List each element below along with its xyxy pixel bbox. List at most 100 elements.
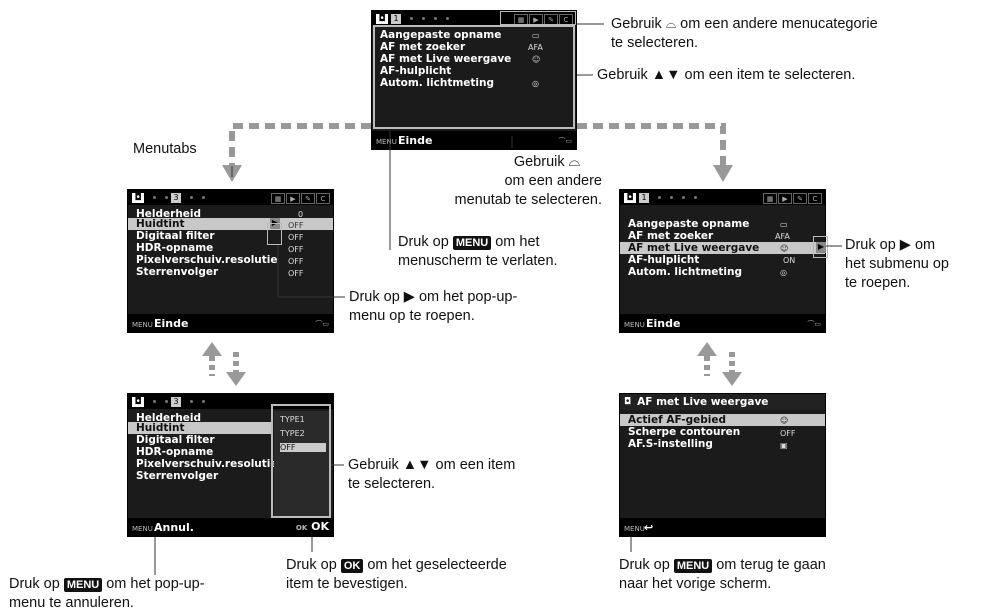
exit-instruction: Druk op MENU om het menuscherm te verlat… [398, 233, 558, 271]
menu-item[interactable]: AF met zoeker [380, 41, 466, 53]
text: naar het vorige scherm. [619, 576, 772, 592]
text: Gebruik [611, 16, 662, 32]
menu-item[interactable]: AF met Live weergave [380, 53, 512, 65]
back-icon: ↩ [644, 521, 654, 534]
menu-screen-top: ◘ 1 ▦▶✎C Aangepaste opname AF met zoeker… [371, 10, 577, 150]
tab-number[interactable]: 3 [171, 192, 181, 203]
text: Druk op [398, 234, 449, 250]
submenu-title: AF met Live weergave [637, 396, 769, 408]
menu-key-small: MENU [132, 321, 153, 329]
menu-item[interactable]: HDR-opname [136, 242, 214, 254]
menu-item[interactable]: Aangepaste opname [628, 218, 750, 230]
metering-icon: ◎ [532, 79, 539, 88]
dial-bottom-icon: ⌓ [568, 154, 581, 170]
submenu-screen: ◘ AF met Live weergave Actief AF-gebied … [619, 393, 826, 537]
setting-value: ON [783, 256, 796, 265]
menu-item-selected[interactable]: AF met Live weergave [628, 242, 760, 254]
face-icon: ☺ [780, 244, 789, 253]
tab-number[interactable]: 1 [391, 13, 401, 24]
menu-item[interactable]: AF.S-instelling [628, 438, 713, 450]
menutabs-label: Menutabs [133, 141, 197, 157]
arrow-highlight-frame [813, 236, 828, 258]
menu-key-small: MENU [132, 525, 153, 533]
camera-tab-icon[interactable]: ◘ [376, 13, 388, 24]
metering-icon: ◎ [780, 268, 787, 277]
camera-tab-icon: ◘ [624, 397, 632, 407]
footer-label: Annul. [154, 521, 194, 534]
text: menu te annuleren. [9, 595, 134, 611]
text: Gebruik [513, 154, 565, 170]
text: item te bevestigen. [286, 576, 408, 592]
text: te selecteren. [611, 35, 699, 51]
menu-item[interactable]: AF met zoeker [628, 230, 714, 242]
text: Druk op [619, 557, 670, 573]
setting-value: AFA [775, 232, 790, 241]
category-instruction: Gebruik ⌓ om een andere menucategorie te… [611, 14, 878, 53]
menu-item: HDR-opname [136, 446, 214, 458]
menu-screen-right: ◘ 1 ▦▶✎C Aangepaste opname AF met zoeker… [619, 189, 826, 333]
tab-number[interactable]: 1 [639, 192, 649, 203]
camera-tab-icon[interactable]: ◘ [624, 192, 636, 203]
text: Gebruik ▲▼ om een item [348, 457, 516, 473]
text: Druk op [9, 576, 60, 592]
setting-value: OFF [288, 221, 304, 230]
ok-key: OK [340, 559, 364, 573]
arrow-right-icon[interactable]: ▶ [816, 242, 826, 253]
menu-item[interactable]: Autom. lichtmeting [628, 266, 743, 278]
menu-key: MENU [673, 559, 713, 573]
menu-item[interactable]: Aangepaste opname [380, 29, 502, 41]
text: Druk op ▶ om het pop-up- [349, 289, 518, 305]
setting-value: OFF [288, 233, 304, 242]
menu-item: Helderheid [136, 412, 202, 424]
dial-instruction: Gebruik ⌓ [492, 153, 602, 172]
text: menuscherm te verlaten. [398, 253, 558, 269]
footer-label: Einde [154, 317, 189, 330]
text: om een andere menucategorie [680, 16, 878, 32]
dial-icon: ⌒▭ [315, 320, 329, 328]
back-instruction: Druk op MENU om terug te gaan naar het v… [619, 556, 826, 594]
menu-item: Pixelverschuiv.resolutie [136, 458, 278, 470]
highlight-frame-tabs [500, 11, 576, 25]
setting-value: OFF [288, 269, 304, 278]
text: het submenu op [845, 256, 949, 272]
menu-item-selected: Huidtint [136, 422, 185, 434]
popup-option[interactable]: TYPE1 [280, 415, 305, 424]
text: om het [495, 234, 540, 250]
setting-value: OFF [780, 429, 796, 438]
face-icon: ☺ [780, 416, 789, 425]
af-value: AFA [528, 43, 543, 52]
tab-number[interactable]: 3 [171, 396, 181, 407]
footer-label: Einde [646, 317, 681, 330]
setting-value: 0 [298, 210, 304, 219]
popup-option-selected[interactable]: OFF [280, 443, 326, 452]
menu-item[interactable]: AF-hulplicht [628, 254, 700, 266]
menu-item[interactable]: Autom. lichtmeting [380, 77, 495, 89]
popup-screen: ◘ 3 Helderheid Huidtint Digitaal filter … [127, 393, 334, 537]
popup-instruction: Druk op ▶ om het pop-up- menu op te roep… [349, 288, 517, 326]
camera-tab-icon[interactable]: ◘ [132, 396, 144, 407]
menu-key: MENU [452, 236, 492, 250]
menu-item-selected[interactable]: Actief AF-gebied [628, 414, 727, 426]
menu-item: Digitaal filter [136, 434, 215, 446]
text: om terug te gaan [716, 557, 826, 573]
text: om het geselecteerde [367, 557, 507, 573]
dial-icon: ⌒▭ [558, 137, 572, 145]
menu-item[interactable]: Sterrenvolger [136, 266, 219, 278]
menu-item-selected[interactable]: Huidtint [136, 218, 185, 230]
confirm-instruction: Druk op OK om het geselecteerde item te … [286, 556, 507, 594]
menu-key-small: MENU [376, 138, 397, 146]
menu-item[interactable]: Pixelverschuiv.resolutie [136, 254, 278, 266]
dial-instruction-3: menutab te selecteren. [454, 192, 602, 208]
menu-item[interactable]: AF-hulplicht [380, 65, 452, 77]
custom-shot-icon: ▭ [780, 220, 788, 229]
camera-tab-icon[interactable]: ◘ [132, 192, 144, 203]
arrow-highlight-frame [267, 223, 282, 245]
highlight-frame [373, 25, 575, 129]
menu-item[interactable]: Digitaal filter [136, 230, 215, 242]
menu-item[interactable]: Helderheid [136, 208, 202, 220]
setting-value: OFF [288, 245, 304, 254]
popup-option[interactable]: TYPE2 [280, 429, 305, 438]
menu-item[interactable]: Scherpe contouren [628, 426, 741, 438]
menu-key-small: MENU [624, 321, 645, 329]
